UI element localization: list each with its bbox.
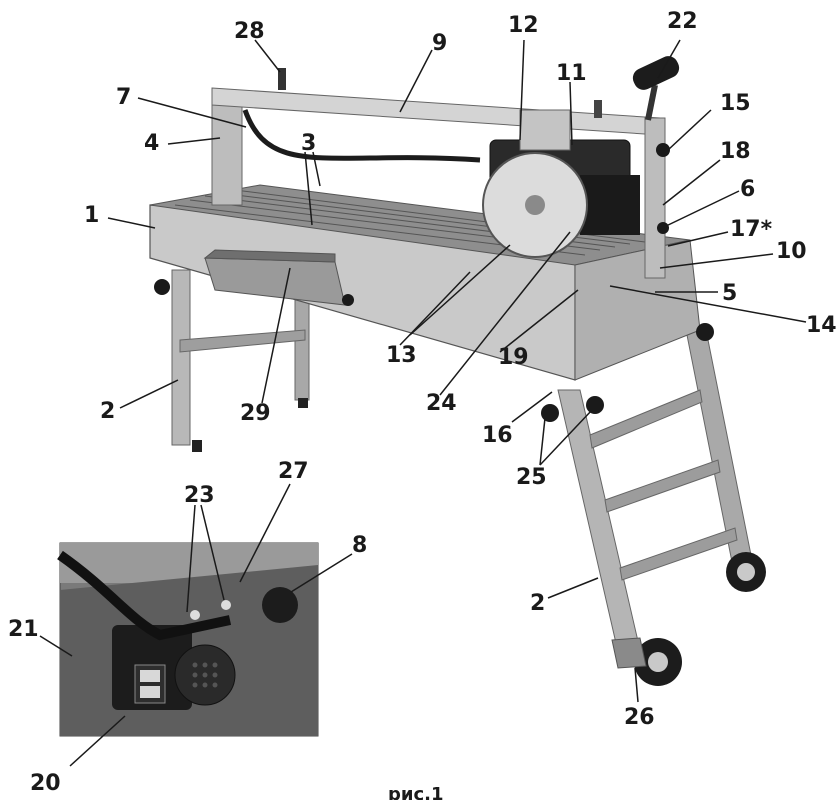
callout-19: 19 [498, 345, 529, 370]
front-right-leg [557, 324, 766, 686]
callout-25: 25 [516, 465, 547, 490]
knob-icon [656, 143, 670, 157]
callout-26: 26 [624, 705, 655, 730]
callout-11: 11 [556, 61, 587, 86]
inset-detail [57, 542, 319, 737]
callout-20: 20 [30, 771, 61, 796]
callout-8: 8 [352, 533, 367, 558]
callout-9: 9 [432, 31, 447, 56]
knob-icon [696, 323, 714, 341]
callout-15: 15 [720, 91, 751, 116]
leader-lines [39, 39, 807, 767]
knob-icon [541, 404, 559, 422]
callout-28: 28 [234, 19, 265, 44]
side-tray [203, 249, 346, 306]
callout-10: 10 [776, 239, 807, 264]
knob-icon [586, 396, 604, 414]
callout-1: 1 [84, 203, 99, 228]
callout-3: 3 [301, 131, 316, 156]
handle-icon [632, 56, 680, 121]
callout-29: 29 [240, 401, 271, 426]
callout-27: 27 [278, 459, 309, 484]
knob-icon [154, 279, 170, 295]
callout-23: 23 [184, 483, 215, 508]
callout-13: 13 [386, 343, 417, 368]
callout-7: 7 [116, 85, 131, 110]
wheel [726, 552, 766, 592]
wheel [634, 638, 682, 686]
callout-18: 18 [720, 139, 751, 164]
saw-head [482, 109, 640, 258]
callout-2a: 2 [100, 399, 115, 424]
callout-12: 12 [508, 13, 539, 38]
figure-caption: рис.1 [388, 784, 444, 800]
callout-2b: 2 [530, 591, 545, 616]
callout-6: 6 [740, 177, 755, 202]
callout-22: 22 [667, 9, 698, 34]
callout-21: 21 [8, 617, 39, 642]
callout-24: 24 [426, 391, 457, 416]
knob-icon [657, 222, 669, 234]
callout-4: 4 [144, 131, 159, 156]
callout-17: 17* [730, 217, 773, 242]
rear-left-leg [171, 269, 310, 452]
callout-5: 5 [722, 281, 737, 306]
callout-16: 16 [482, 423, 513, 448]
knob-icon [342, 294, 354, 306]
callout-14: 14 [806, 313, 837, 338]
